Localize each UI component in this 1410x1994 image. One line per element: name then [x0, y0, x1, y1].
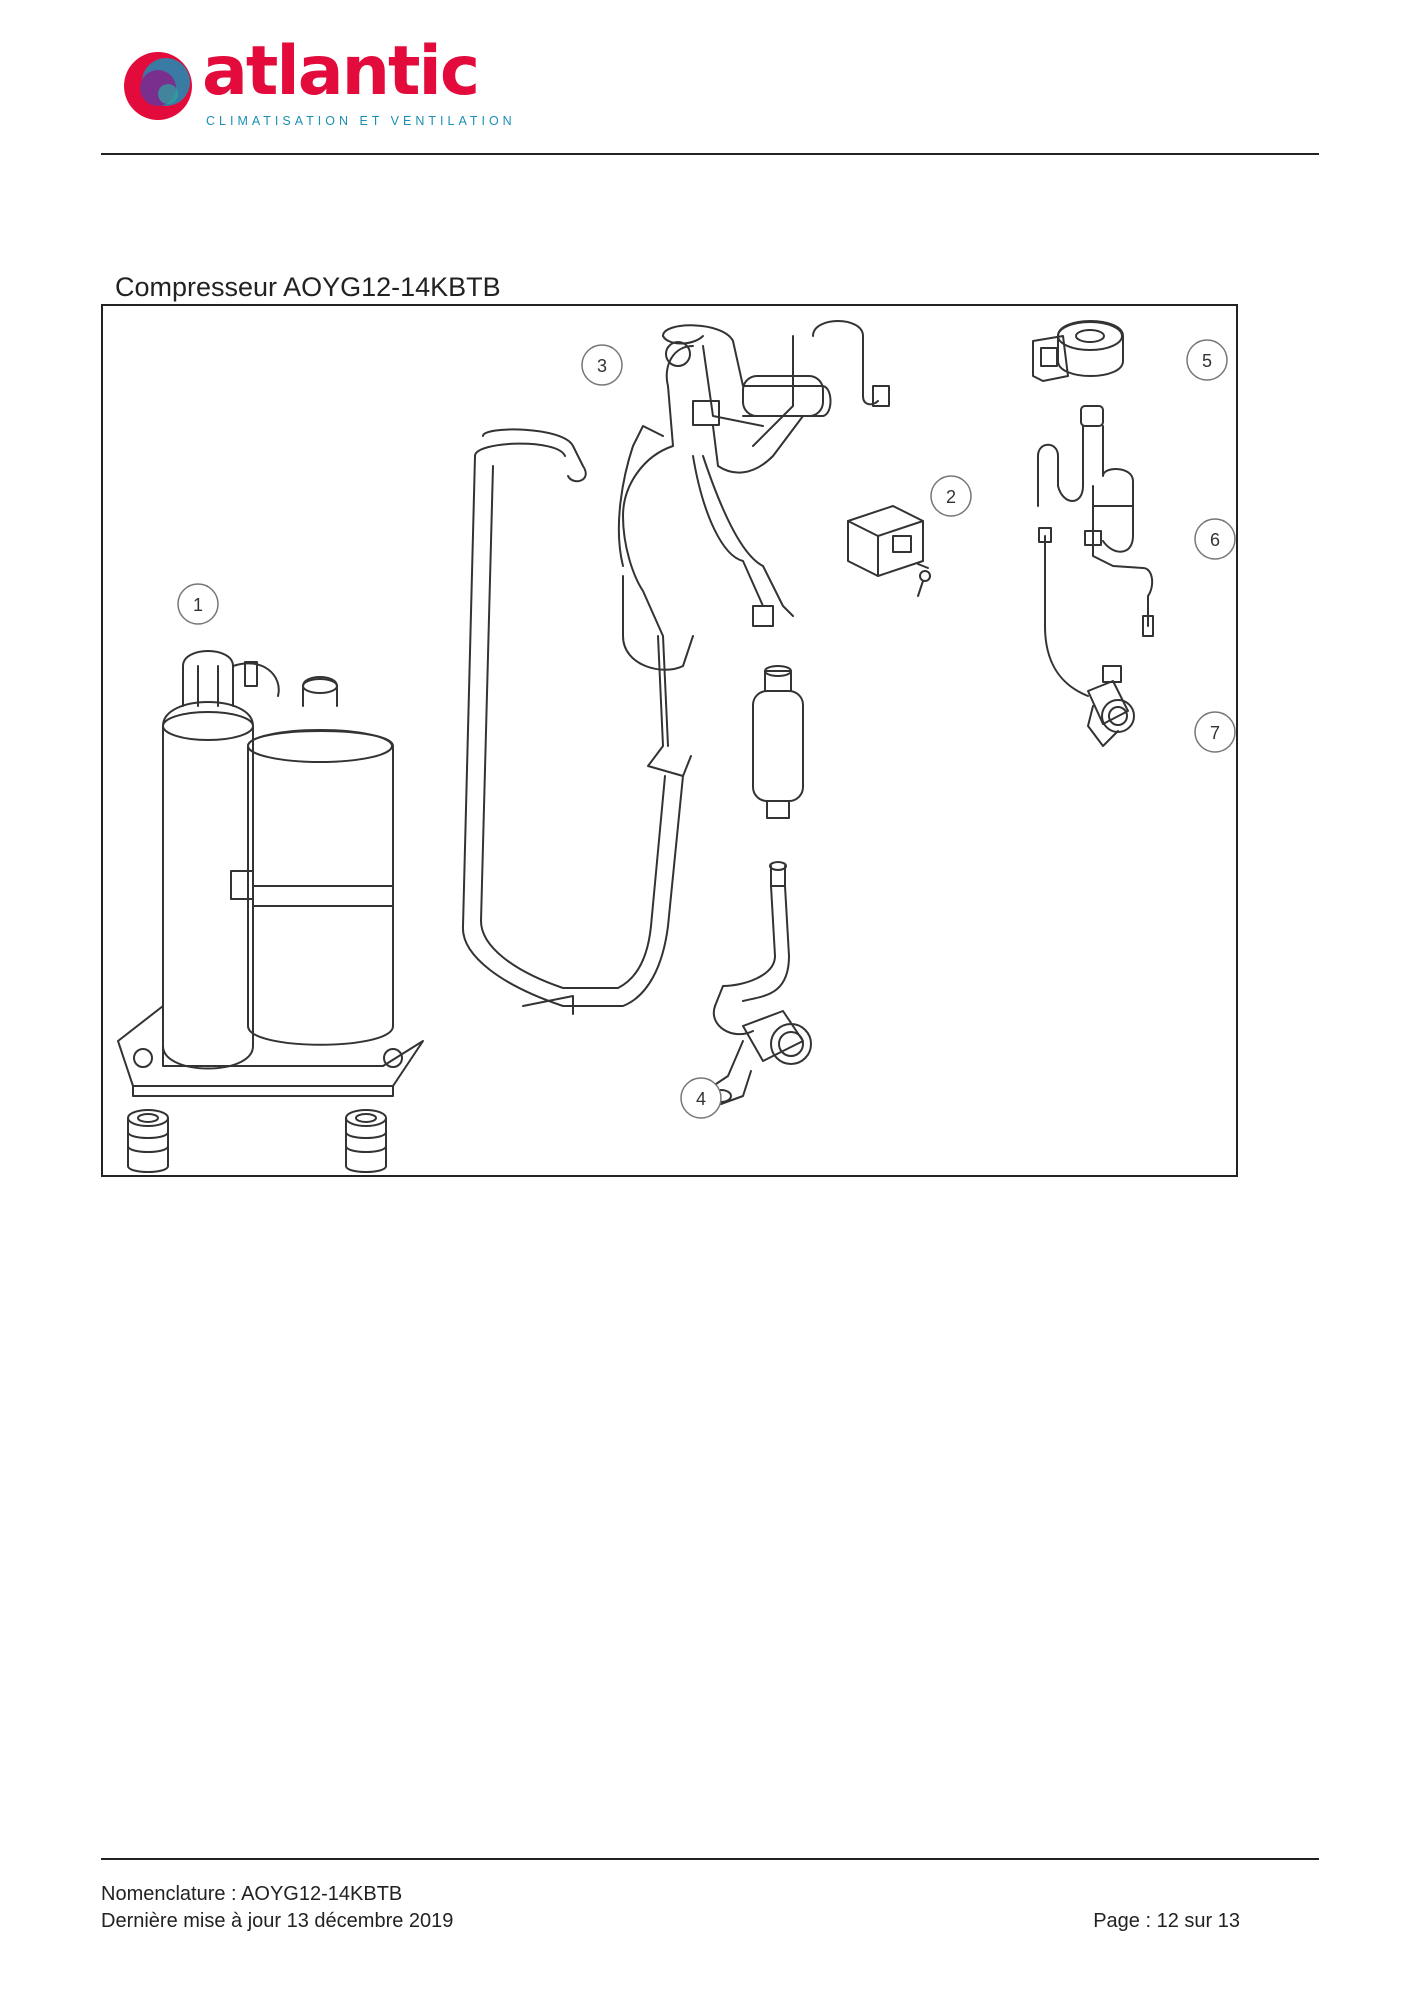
small-service-valve-drawing: [1038, 527, 1135, 747]
exploded-parts-diagram: 1 2 3 4 5 6 7: [101, 304, 1238, 1177]
callout-label: 4: [696, 1089, 706, 1109]
branch-pipe-drawing: [1037, 405, 1154, 637]
callout-label: 3: [597, 356, 607, 376]
callout-7: 7: [1194, 711, 1236, 753]
callout-5: 5: [1186, 339, 1228, 381]
solenoid-coil-drawing: [1032, 320, 1124, 382]
page-number: Page : 12 sur 13: [1093, 1910, 1240, 1932]
filter-drier-drawing: [752, 665, 804, 887]
callout-6: 6: [1194, 518, 1236, 560]
four-way-valve-piping-drawing: [461, 320, 890, 1015]
callout-label: 1: [193, 595, 203, 615]
logo-wordmark: atlantic: [202, 32, 480, 111]
header-divider: [101, 153, 1319, 155]
callout-3: 3: [581, 344, 623, 386]
callout-label: 7: [1210, 723, 1220, 743]
logo-tagline: CLIMATISATION ET VENTILATION: [206, 114, 516, 128]
atlantic-logo: atlantic CLIMATISATION ET VENTILATION: [118, 38, 512, 140]
atlantic-logo-mark-icon: [124, 52, 192, 120]
page-title: Compresseur AOYG12-14KBTB: [115, 272, 501, 302]
valve-coil-drawing: [847, 505, 931, 597]
footer-last-update: Dernière mise à jour 13 décembre 2019: [101, 1910, 454, 1932]
footer-nomenclature: Nomenclature : AOYG12-14KBTB: [101, 1883, 403, 1905]
callout-label: 5: [1202, 351, 1212, 371]
callout-label: 6: [1210, 530, 1220, 550]
callout-4: 4: [680, 1077, 722, 1119]
footer-divider: [101, 1858, 1319, 1860]
callout-1: 1: [177, 583, 219, 625]
service-valve-drawing: [710, 885, 812, 1105]
callout-label: 2: [946, 487, 956, 507]
callout-2: 2: [930, 475, 972, 517]
compressor-drawing: [117, 650, 424, 1173]
